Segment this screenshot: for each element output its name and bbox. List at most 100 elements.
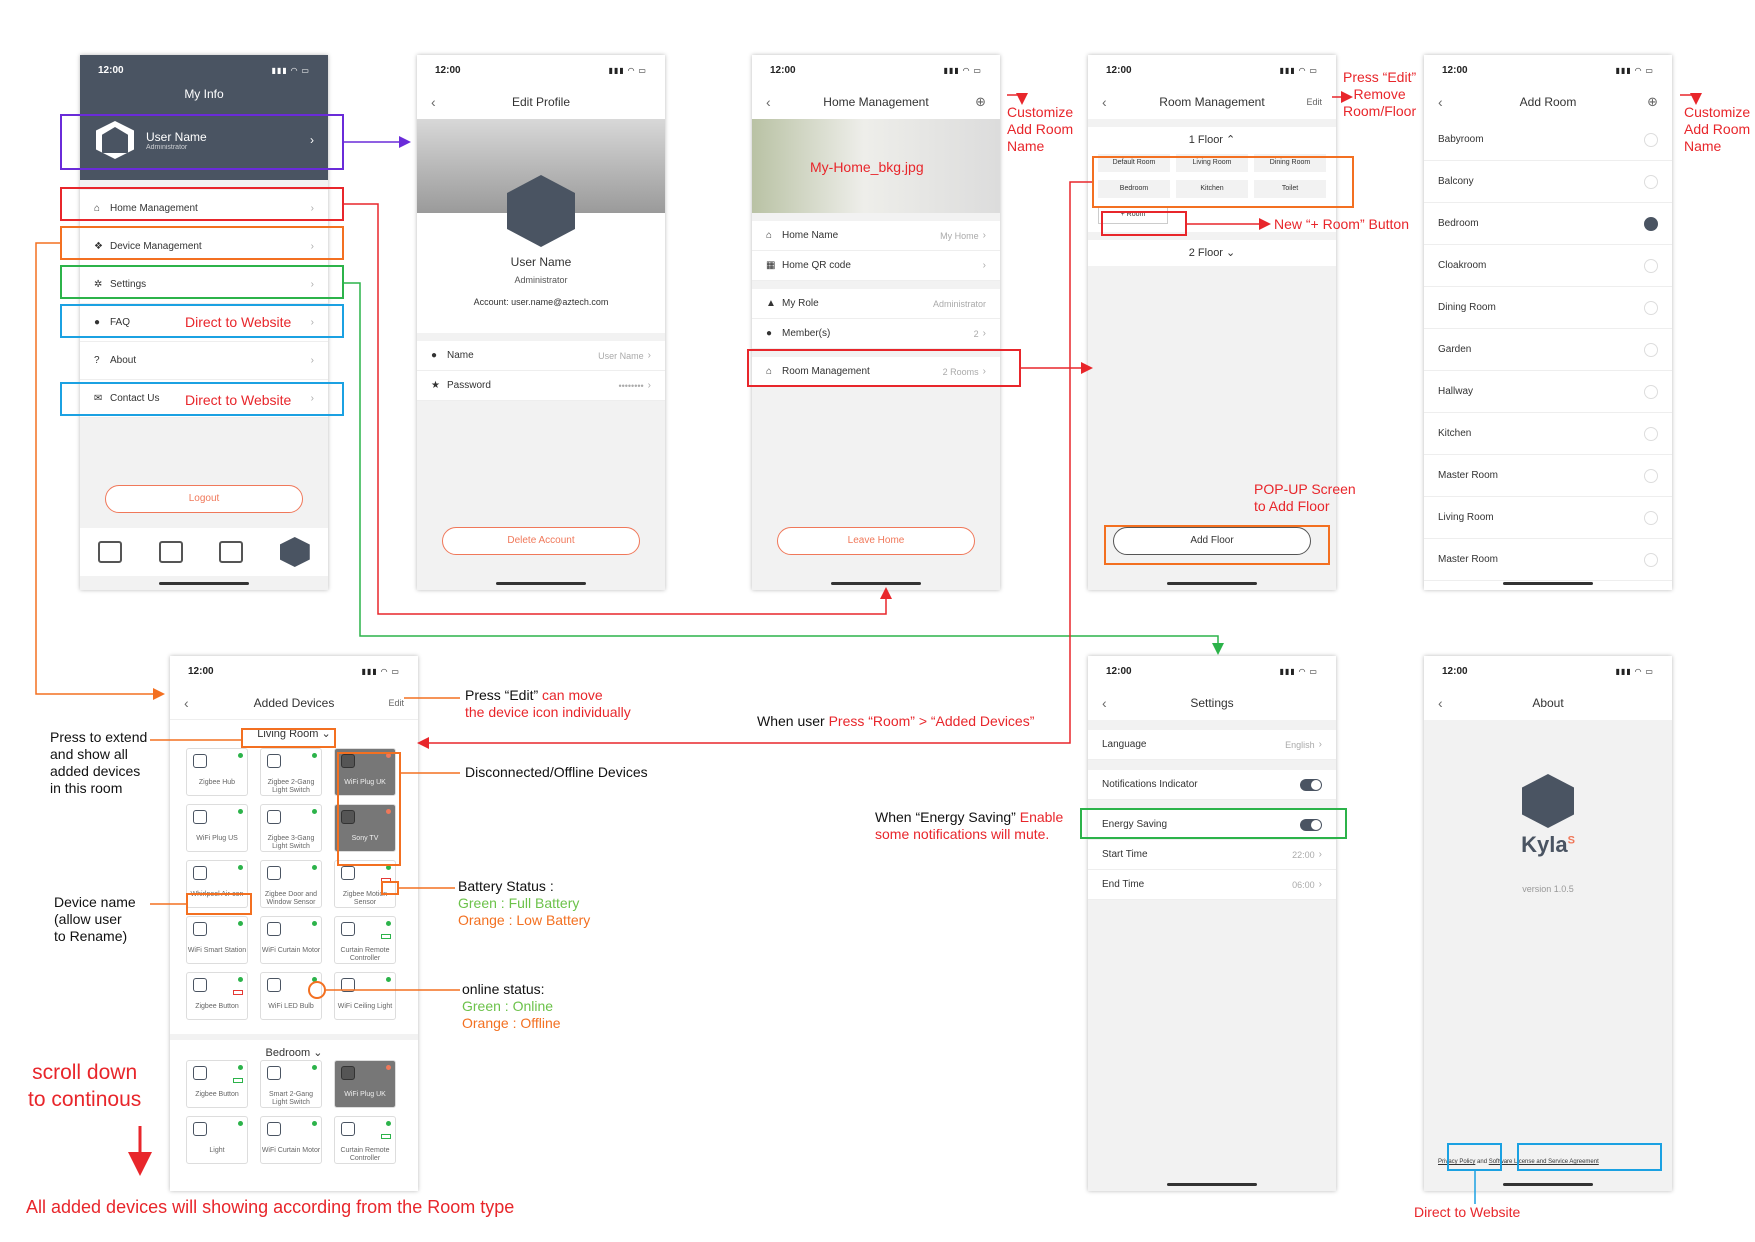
user-name: User Name [146, 129, 207, 144]
password-row[interactable]: ★Password••••••••› [417, 371, 665, 401]
edit-button[interactable]: Edit [388, 698, 404, 708]
device-tile[interactable]: Curtain Remote Controller [334, 916, 396, 964]
room-chip[interactable]: Kitchen [1176, 180, 1248, 198]
highlight-offline-devices [337, 752, 401, 866]
room-type-item[interactable]: Cloakroom [1424, 245, 1672, 287]
page-title: Room Management [1159, 95, 1265, 109]
tab-home[interactable] [98, 541, 123, 563]
device-tile[interactable]: WiFi Plug US [186, 804, 248, 852]
room-type-item[interactable]: Balcony [1424, 161, 1672, 203]
room-selector-bedroom[interactable]: Bedroom ⌄ [170, 1034, 418, 1060]
highlight-room-chips [1092, 156, 1354, 208]
radio-icon[interactable] [1644, 384, 1658, 399]
device-tile[interactable]: WiFi Smart Station [186, 916, 248, 964]
device-tile[interactable]: Sony TV [334, 804, 396, 852]
device-tile[interactable]: Light [186, 1116, 248, 1164]
room-chip[interactable]: Dining Room [1254, 154, 1326, 172]
device-tile[interactable]: WiFi Plug UK [334, 748, 396, 796]
highlight-device-name [186, 893, 252, 915]
tab-controls[interactable] [158, 541, 183, 563]
radio-icon[interactable] [1644, 300, 1658, 315]
members-row[interactable]: ●Member(s)2› [752, 319, 1000, 349]
device-name: WiFi Plug US [196, 835, 238, 842]
radio-icon[interactable] [1644, 426, 1658, 441]
chevron-right-icon: › [310, 133, 314, 147]
tab-my-info[interactable] [279, 537, 310, 567]
floor-2-header[interactable]: 2 Floor ⌄ [1088, 240, 1336, 266]
room-type-item[interactable]: Master Room [1424, 539, 1672, 581]
room-type-item[interactable]: Bedroom [1424, 203, 1672, 245]
device-icon [341, 922, 355, 936]
privacy-policy-link[interactable]: Privacy Policy [1438, 1159, 1476, 1165]
floor-1-header[interactable]: 1 Floor ⌃ [1188, 134, 1236, 146]
device-tile[interactable]: Curtain Remote Controller [334, 1116, 396, 1164]
device-tile[interactable]: Zigbee Button [186, 972, 248, 1020]
device-icon [341, 978, 355, 992]
device-tile[interactable]: WiFi Curtain Motor [260, 1116, 322, 1164]
radio-icon[interactable] [1644, 216, 1658, 231]
status-time: 12:00 [770, 64, 796, 76]
add-icon[interactable]: ⊕ [1647, 94, 1658, 109]
home-qr-row[interactable]: ▦Home QR code› [752, 251, 1000, 281]
device-tile[interactable]: WiFi Ceiling Light [334, 972, 396, 1020]
back-icon[interactable]: ‹ [1102, 695, 1107, 711]
radio-icon[interactable] [1644, 132, 1658, 147]
radio-icon[interactable] [1644, 468, 1658, 483]
room-type-item[interactable]: Living Room [1424, 497, 1672, 539]
menu-home-management[interactable]: ⌂Home Management› [80, 190, 328, 228]
device-tile[interactable]: Zigbee Door and Window Sensor [260, 860, 322, 908]
device-tile[interactable]: Smart 2-Gang Light Switch [260, 1060, 322, 1108]
room-chip[interactable]: Bedroom [1098, 180, 1170, 198]
device-tile[interactable]: Zigbee Button [186, 1060, 248, 1108]
device-tile[interactable]: Zigbee Motion Sensor [334, 860, 396, 908]
room-chip[interactable]: Living Room [1176, 154, 1248, 172]
chevron-right-icon: › [647, 380, 651, 391]
status-dot [312, 977, 317, 982]
energy-saving-toggle[interactable] [1300, 818, 1322, 831]
device-tile[interactable]: WiFi Plug UK [334, 1060, 396, 1108]
back-icon[interactable]: ‹ [1102, 94, 1107, 110]
room-type-item[interactable]: Kitchen [1424, 413, 1672, 455]
device-tile[interactable]: Zigbee Hub [186, 748, 248, 796]
room-type-item[interactable]: Garden [1424, 329, 1672, 371]
user-profile-link[interactable]: User Name Administrator [96, 121, 207, 159]
notifications-toggle[interactable] [1300, 778, 1322, 791]
room-type-label: Garden [1438, 344, 1472, 355]
device-tile[interactable]: Zigbee 2-Gang Light Switch [260, 748, 322, 796]
room-type-item[interactable]: Hallway [1424, 371, 1672, 413]
delete-account-button[interactable]: Delete Account [442, 527, 640, 555]
back-icon[interactable]: ‹ [1438, 695, 1443, 711]
room-selector-living[interactable]: Living Room ⌄ [257, 728, 331, 740]
device-tile[interactable]: WiFi Curtain Motor [260, 916, 322, 964]
edit-button[interactable]: Edit [1306, 97, 1322, 107]
device-tile[interactable]: Zigbee 3-Gang Light Switch [260, 804, 322, 852]
radio-icon[interactable] [1644, 510, 1658, 525]
leave-home-button[interactable]: Leave Home [777, 527, 975, 555]
room-type-item[interactable]: Master Room [1424, 455, 1672, 497]
add-icon[interactable]: ⊕ [975, 94, 986, 109]
room-chip[interactable]: Toilet [1254, 180, 1326, 198]
back-icon[interactable]: ‹ [431, 94, 436, 110]
back-icon[interactable]: ‹ [766, 94, 771, 110]
highlight-license [1517, 1143, 1662, 1171]
room-type-item[interactable]: Dining Room [1424, 287, 1672, 329]
radio-icon[interactable] [1644, 552, 1658, 567]
radio-icon[interactable] [1644, 258, 1658, 273]
chevron-right-icon: › [310, 241, 314, 252]
back-icon[interactable]: ‹ [184, 695, 189, 711]
room-type-item[interactable]: Babyroom [1424, 119, 1672, 161]
tab-security[interactable] [219, 541, 244, 563]
radio-icon[interactable] [1644, 342, 1658, 357]
license-link[interactable]: Software License and Service Agreement [1488, 1159, 1599, 1165]
back-icon[interactable]: ‹ [1438, 94, 1443, 110]
radio-icon[interactable] [1644, 174, 1658, 189]
logout-button[interactable]: Logout [105, 485, 303, 513]
menu-about[interactable]: ?About› [80, 342, 328, 380]
room-chip[interactable]: Default Room [1098, 154, 1170, 172]
version-text: version 1.0.5 [1522, 884, 1574, 894]
